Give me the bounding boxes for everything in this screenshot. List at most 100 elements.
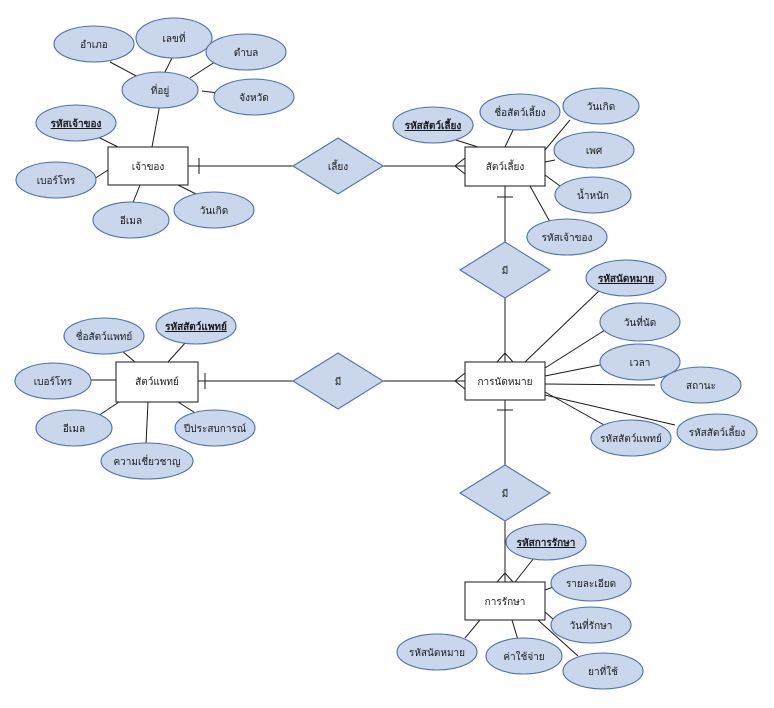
rel-owner-pet[interactable]: เลี้ยง xyxy=(291,137,385,195)
attr-address-district-label: อำเภอ xyxy=(80,40,108,51)
attr-pet-ownerid-label: รหัสเจ้าของ xyxy=(542,232,593,244)
pet-many-mark xyxy=(454,157,466,175)
rel-appointment-treatment[interactable]: มี xyxy=(458,464,552,522)
attr-appt-date[interactable]: วันที่นัด xyxy=(599,302,681,342)
entity-appointment-label: การนัดหมาย xyxy=(477,377,532,388)
line-treat-medicine xyxy=(537,619,579,657)
attr-appt-date-label: วันที่นัด xyxy=(624,315,656,329)
attr-treat-id[interactable]: รหัสการรักษา xyxy=(505,523,587,561)
line-owner-phone xyxy=(93,169,109,180)
line-address-district xyxy=(109,61,141,79)
attr-owner-address[interactable]: ที่อยู่ xyxy=(121,71,199,109)
attr-pet-sex[interactable]: เพศ xyxy=(553,131,635,169)
attr-vet-experience-label: ปีประสบการณ์ xyxy=(183,423,246,435)
line-owner-address xyxy=(151,103,161,148)
line-vet-expertise xyxy=(145,401,149,445)
attr-treat-medicine[interactable]: ยาที่ใช้ xyxy=(562,652,644,690)
connectors xyxy=(71,57,676,657)
attr-treat-medicine-label: ยาที่ใช้ xyxy=(588,664,618,678)
attr-vet-email[interactable]: อีเมล xyxy=(35,409,113,447)
attr-appt-time[interactable]: เวลา xyxy=(599,343,681,381)
line-appt-time xyxy=(544,364,601,377)
entity-pet-label: สัตว์เลี้ยง xyxy=(486,159,525,173)
attr-treat-apptid[interactable]: รหัสนัดหมาย xyxy=(396,633,478,671)
line-pet-birthdate xyxy=(544,119,571,151)
attr-address-province[interactable]: จังหวัด xyxy=(213,78,295,116)
attr-treat-detail[interactable]: รายละเอียด xyxy=(550,564,632,602)
attr-appt-time-label: เวลา xyxy=(630,358,651,369)
attr-owner-email-label: อีเมล xyxy=(120,215,142,227)
entity-vet[interactable]: สัตว์แพทย์ xyxy=(115,361,199,403)
appt-many-mark-top xyxy=(496,352,514,363)
line-appt-id xyxy=(524,289,601,363)
entity-treatment[interactable]: การรักษา xyxy=(464,581,546,621)
attr-treat-cost-label: ค่าใช้จ่าย xyxy=(503,651,544,663)
attr-appt-vetid[interactable]: รหัสสัตว์แพทย์ xyxy=(590,419,672,457)
rel-vet-appointment-label: มี xyxy=(335,376,342,388)
attr-pet-sex-label: เพศ xyxy=(586,146,603,157)
line-treat-id xyxy=(514,557,535,583)
attr-vet-expertise-label: ความเชี่ยวชาญ xyxy=(113,454,180,468)
entity-owner-label: เจ้าของ xyxy=(132,161,165,173)
attr-owner-phone-label: เบอร์โทร xyxy=(37,174,76,187)
attr-owner-id-label: รหัสเจ้าของ xyxy=(51,118,102,130)
attr-appt-vetid-label: รหัสสัตว์แพทย์ xyxy=(600,433,662,445)
line-treat-apptid xyxy=(464,619,481,639)
attr-pet-birthdate-label: วันเกิด xyxy=(587,102,615,113)
entity-vet-label: สัตว์แพทย์ xyxy=(135,376,179,388)
attr-vet-id-label: รหัสสัตว์แพทย์ xyxy=(165,321,227,333)
attr-vet-phone-label: เบอร์โทร xyxy=(34,375,73,388)
attr-address-subdistrict[interactable]: ตำบล xyxy=(205,33,287,71)
attr-pet-weight[interactable]: น้ำหนัก xyxy=(554,176,632,214)
attr-treat-detail-label: รายละเอียด xyxy=(566,578,616,590)
attr-owner-id[interactable]: รหัสเจ้าของ xyxy=(35,104,117,142)
line-appt-status xyxy=(544,383,656,386)
line-address-houseno xyxy=(164,57,173,73)
line-pet-weight xyxy=(544,174,561,187)
attr-appt-status[interactable]: สถานะ xyxy=(660,366,742,404)
attr-pet-name[interactable]: ชื่อสัตว์เลี้ยง xyxy=(479,93,561,131)
entity-appointment[interactable]: การนัดหมาย xyxy=(464,361,546,401)
attr-owner-birthdate[interactable]: วันเกิด xyxy=(173,191,255,229)
line-appt-petid xyxy=(544,394,676,426)
attr-treat-date[interactable]: วันที่รักษา xyxy=(550,606,632,644)
attr-vet-experience[interactable]: ปีประสบการณ์ xyxy=(174,409,256,447)
attr-vet-phone[interactable]: เบอร์โทร xyxy=(14,362,92,400)
line-pet-sex xyxy=(544,159,556,163)
rel-pet-appointment[interactable]: มี xyxy=(458,241,552,299)
attr-vet-expertise[interactable]: ความเชี่ยวชาญ xyxy=(100,442,194,480)
attr-owner-phone[interactable]: เบอร์โทร xyxy=(15,161,97,199)
entity-pet[interactable]: สัตว์เลี้ยง xyxy=(464,146,546,187)
attr-address-houseno[interactable]: เลขที่ xyxy=(135,17,213,59)
rel-vet-appointment[interactable]: มี xyxy=(291,352,385,410)
attr-vet-name-label: ชื่อสัตว์แพทย์ xyxy=(76,329,133,343)
attr-pet-birthdate[interactable]: วันเกิด xyxy=(562,87,640,125)
attr-appt-petid[interactable]: รหัสสัตว์เลี้ยง xyxy=(676,413,758,451)
attr-pet-ownerid[interactable]: รหัสเจ้าของ xyxy=(526,218,608,256)
attr-owner-email[interactable]: อีเมล xyxy=(92,201,170,239)
line-treat-date xyxy=(544,611,554,620)
attr-vet-email-label: อีเมล xyxy=(63,423,85,435)
attr-vet-id[interactable]: รหัสสัตว์แพทย์ xyxy=(155,307,237,345)
attr-treat-date-label: วันที่รักษา xyxy=(570,618,613,632)
attr-address-province-label: จังหวัด xyxy=(239,93,268,104)
attr-appt-id[interactable]: รหัสนัดหมาย xyxy=(585,259,667,297)
attr-pet-id-label: รหัสสัตว์เลี้ยง xyxy=(405,118,462,132)
attr-owner-birthdate-label: วันเกิด xyxy=(200,206,228,217)
attr-appt-id-label: รหัสนัดหมาย xyxy=(598,273,654,285)
attr-address-district[interactable]: อำเภอ xyxy=(53,25,135,63)
attr-address-subdistrict-label: ตำบล xyxy=(234,48,259,59)
line-pet-ownerid xyxy=(529,185,551,223)
attr-vet-name[interactable]: ชื่อสัตว์แพทย์ xyxy=(63,317,145,355)
line-treat-cost xyxy=(511,619,519,641)
attr-appt-status-label: สถานะ xyxy=(686,381,716,392)
attr-appt-petid-label: รหัสสัตว์เลี้ยง xyxy=(689,425,746,439)
entity-owner[interactable]: เจ้าของ xyxy=(107,146,189,186)
attr-pet-id[interactable]: รหัสสัตว์เลี้ยง xyxy=(392,106,474,144)
appt-many-mark-left xyxy=(454,372,466,390)
entity-treatment-label: การรักษา xyxy=(485,597,526,608)
rel-appointment-treatment-label: มี xyxy=(502,488,509,500)
line-pet-name xyxy=(504,127,515,148)
attr-treat-cost[interactable]: ค่าใช้จ่าย xyxy=(485,637,563,675)
